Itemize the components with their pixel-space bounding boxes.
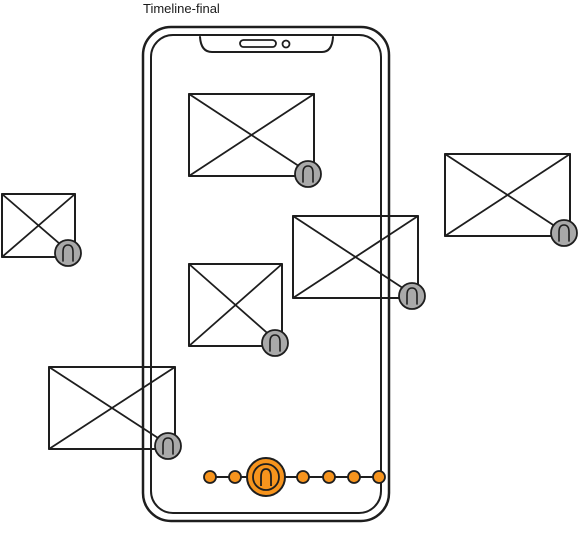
user-avatar-icon[interactable] [154,432,182,460]
image-placeholder-icon [188,93,315,177]
user-avatar-icon[interactable] [550,219,578,247]
post-card[interactable] [48,366,182,460]
timeline-dot[interactable] [372,470,386,484]
timeline-scrubber[interactable] [203,457,386,497]
post-card[interactable] [292,215,426,310]
user-avatar-icon[interactable] [294,160,322,188]
post-card[interactable] [188,263,289,357]
post-card[interactable] [188,93,322,188]
timeline-dot[interactable] [228,470,242,484]
user-avatar-icon [260,468,272,486]
timeline-dots [203,457,386,497]
user-avatar-icon[interactable] [54,239,82,267]
user-avatar-icon[interactable] [398,282,426,310]
timeline-dot[interactable] [322,470,336,484]
frame-title: Timeline-final [143,1,220,16]
timeline-dot[interactable] [203,470,217,484]
front-camera [281,39,291,49]
timeline-dot-ring [252,463,280,491]
user-avatar-icon[interactable] [261,329,289,357]
timeline-dot[interactable] [347,470,361,484]
image-placeholder-icon [48,366,176,450]
post-card[interactable] [444,153,578,247]
image-placeholder-icon [292,215,419,299]
post-card[interactable] [1,193,82,267]
speaker-grille [239,39,277,48]
image-placeholder-icon [444,153,571,237]
timeline-dot[interactable] [296,470,310,484]
